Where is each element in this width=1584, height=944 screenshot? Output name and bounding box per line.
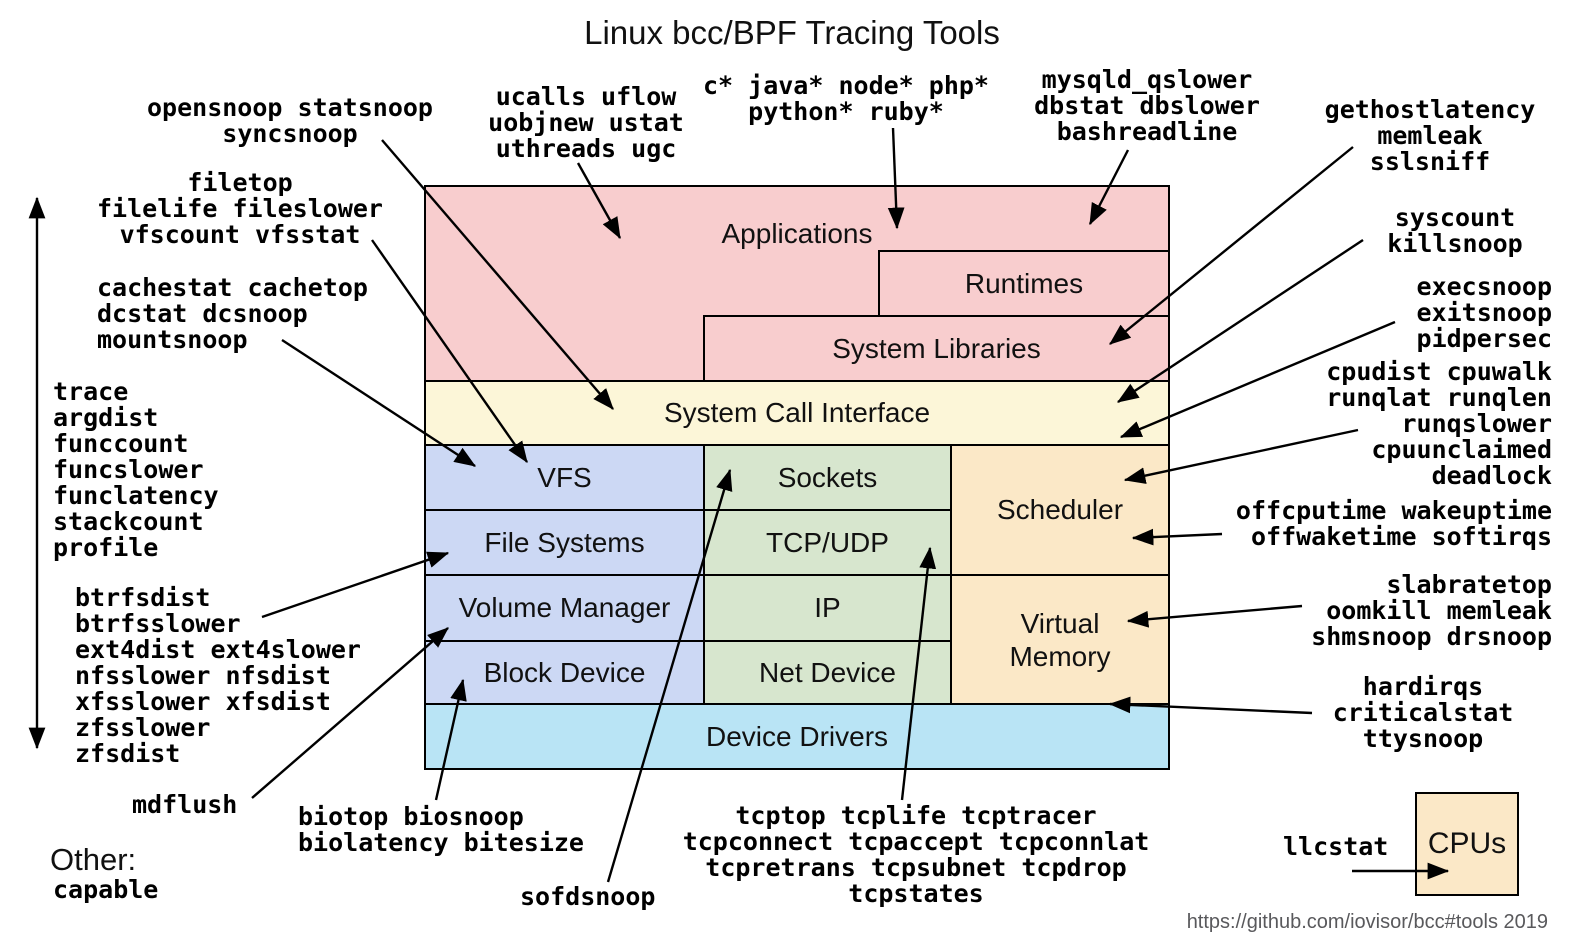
tools-sofdsnoop: sofdsnoop [520, 882, 656, 911]
file-systems-box: File Systems [424, 509, 705, 576]
tools-cpudist-group: cpudist cpuwalk runqlat runqlen runqslow… [1326, 357, 1552, 490]
tools-slabratetop-group: slabratetop oomkill memleak shmsnoop drs… [1311, 570, 1552, 651]
tools-filesystem-group: btrfsdist btrfsslower ext4dist ext4slowe… [75, 583, 361, 768]
applications-label: Applications [721, 218, 873, 249]
tools-mdflush: mdflush [132, 790, 238, 819]
cpus-box: CPUs [1415, 792, 1519, 896]
virtual-memory-box: Virtual Memory [950, 574, 1170, 705]
tcp-udp-box: TCP/UDP [703, 509, 952, 576]
other-heading: Other: [50, 842, 137, 877]
block-device-box: Block Device [424, 640, 705, 705]
tools-mysqld-group: mysqld_qslower dbstat dbslower bashreadl… [1034, 65, 1260, 146]
system-libraries-box: System Libraries [703, 315, 1170, 382]
vfs-box: VFS [424, 444, 705, 511]
ip-box: IP [703, 574, 952, 642]
tools-llcstat: llcstat [1283, 832, 1389, 861]
tools-opensnoop-group: opensnoop statsnoop syncsnoop [147, 93, 433, 148]
tools-execsnoop-group: execsnoop exitsnoop pidpersec [1416, 272, 1552, 353]
runtimes-box: Runtimes [878, 250, 1170, 317]
tools-hardirqs-group: hardirqs criticalstat ttysnoop [1332, 672, 1514, 753]
tools-runtime-langs-group: c* java* node* php* python* ruby* [703, 71, 989, 126]
tools-biotop-group: biotop biosnoop biolatency bitesize [298, 802, 584, 857]
scheduler-box: Scheduler [950, 444, 1170, 576]
device-drivers-box: Device Drivers [424, 703, 1170, 770]
net-device-box: Net Device [703, 640, 952, 705]
system-call-interface-box: System Call Interface [424, 380, 1170, 446]
tools-tcp-group: tcptop tcplife tcptracer tcpconnect tcpa… [682, 801, 1150, 908]
tools-capable: capable [53, 875, 159, 904]
sockets-box: Sockets [703, 444, 952, 511]
tools-filetop-group: filetop filelife fileslower vfscount vfs… [97, 168, 383, 249]
tools-offcputime-group: offcputime wakeuptime offwaketime softir… [1235, 496, 1552, 551]
volume-manager-box: Volume Manager [424, 574, 705, 642]
diagram-title: Linux bcc/BPF Tracing Tools [584, 14, 1000, 51]
tools-syscount-group: syscount killsnoop [1387, 203, 1523, 258]
source-url: https://github.com/iovisor/bcc#tools 201… [1186, 911, 1548, 933]
tools-generic-group: trace argdist funccount funcslower funcl… [53, 377, 219, 562]
tools-cachestat-group: cachestat cachetop dcstat dcsnoop mounts… [97, 273, 368, 354]
tools-gethostlatency-group: gethostlatency memleak sslsniff [1324, 95, 1536, 176]
